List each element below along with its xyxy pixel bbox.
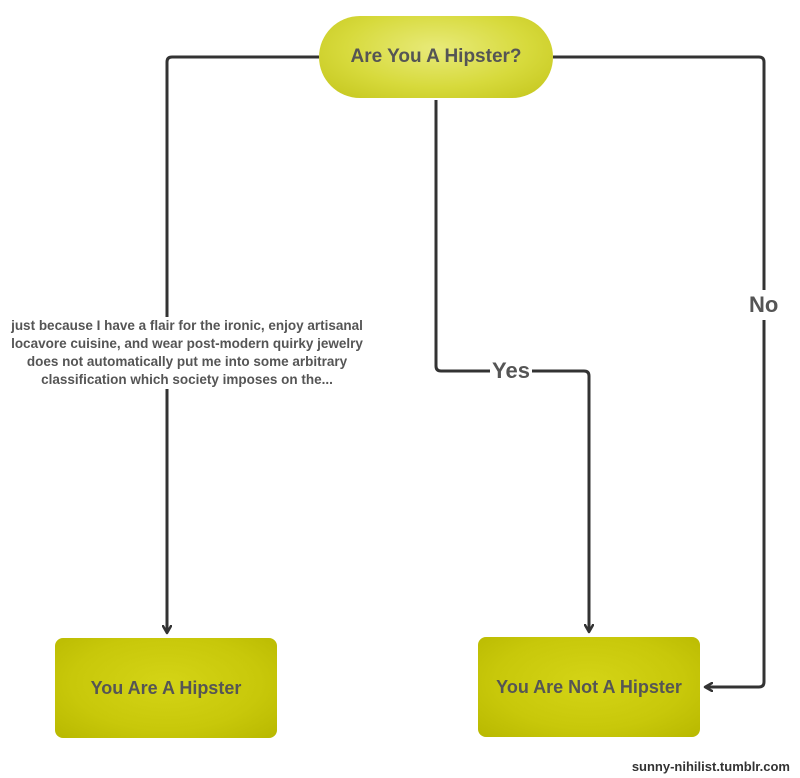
outcome-node-you-are-a-hipster: You Are A Hipster (55, 638, 277, 738)
connector-left (167, 55, 319, 633)
edge-label-no: No (747, 290, 781, 320)
outcome-node-you-are-not-a-hipster: You Are Not A Hipster (478, 637, 700, 737)
connector-no (553, 55, 766, 687)
start-node-are-you-a-hipster: Are You A Hipster? (319, 16, 553, 98)
edge-label-left-rant: just because I have a flair for the iron… (6, 317, 368, 389)
source-credit: sunny-nihilist.tumblr.com (631, 759, 790, 774)
edge-label-yes: Yes (490, 358, 532, 383)
